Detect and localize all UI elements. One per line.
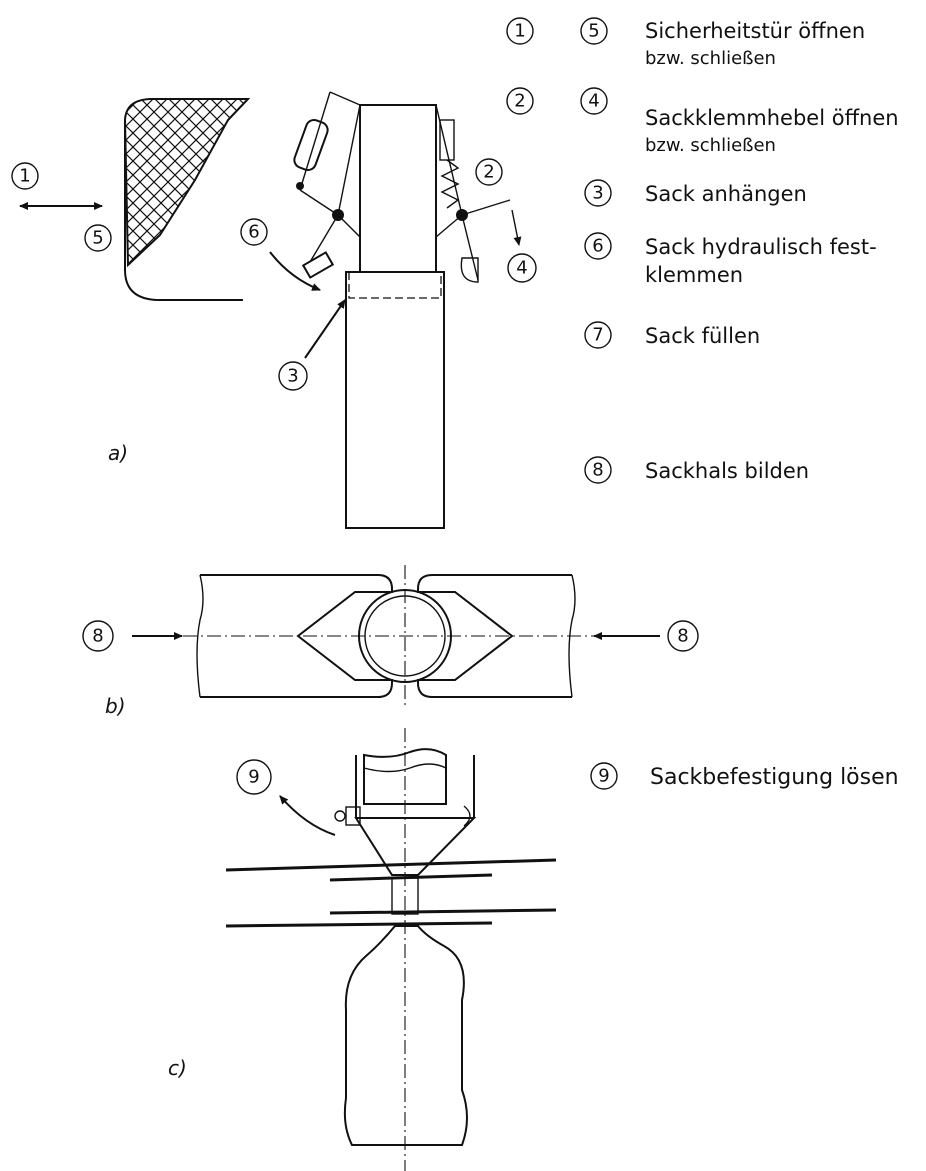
right-clamp-mechanism [435,104,511,283]
legend-num: 1 [514,21,525,42]
legend-text: Sackklemmhebel öffnen [645,106,899,130]
legend-num: 6 [592,236,603,257]
legend-item-1-5: 1 5 Sicherheitstür öffnen bzw. schließen [506,17,865,69]
bag [345,271,445,529]
callout-8-left: 8 [92,626,103,647]
panel-a: 1 5 6 3 [11,91,537,529]
panel-label-c: c) [168,1056,187,1080]
legend-num: 8 [592,460,603,481]
filling-spout-c [363,748,447,805]
callout-6: 6 [248,222,259,243]
legend-num: 7 [592,325,603,346]
legend-text: Sackbefestigung lösen [650,765,899,790]
legend-item-7: 7 Sack füllen [584,321,760,349]
panel-c: 9 c) [168,728,557,1171]
bag-c [343,925,468,1146]
attach-arrow [304,299,346,359]
callout-5: 5 [92,228,103,249]
legend-text: bzw. schließen [645,48,776,69]
legend-item-3: 3 Sack anhängen [584,179,807,207]
clamp-arrow [269,251,321,291]
legend-text: Sack füllen [645,324,760,348]
release-arrow [279,795,336,836]
panel-label-b: b) [105,694,126,718]
legend-num: 2 [514,91,525,112]
callout-2: 2 [483,162,494,183]
panel-label-a: a) [108,441,128,465]
legend-text: Sack anhängen [645,182,807,206]
callout-3: 3 [287,366,298,387]
legend-num: 3 [592,183,603,204]
legend-item-9: 9 Sackbefestigung lösen [590,762,899,790]
safety-door-hatched [123,98,251,268]
callout-1: 1 [19,166,30,187]
callout-8-right: 8 [677,626,688,647]
legend-text: Sack hydraulisch fest- [645,235,877,259]
safety-door-outline [124,120,243,301]
filling-spout [359,104,437,273]
legend-text: Sackhals bilden [645,459,809,483]
right-jaw [417,574,572,698]
legend-text: bzw. schließen [645,135,776,156]
legend-item-8: 8 Sackhals bilden [584,456,809,484]
legend-item-6: 6 Sack hydraulisch fest- klemmen [584,232,877,287]
callout-4: 4 [516,258,527,279]
legend-num: 5 [588,21,599,42]
legend-num: 9 [598,766,609,787]
panel-b: 8 8 b) [82,565,699,718]
lever-arrow [511,209,522,246]
bag-neck-dashed [348,271,442,299]
legend-num: 4 [588,91,599,112]
left-clamp-mechanism [293,91,361,279]
legend-item-2-4: 2 4 Sackklemmhebel öffnen bzw. schließen [506,87,899,156]
legend-text: Sicherheitstür öffnen [645,19,865,43]
callout-9: 9 [248,767,259,788]
legend: 1 5 Sicherheitstür öffnen bzw. schließen… [506,17,899,790]
legend-text: klemmen [645,263,743,287]
